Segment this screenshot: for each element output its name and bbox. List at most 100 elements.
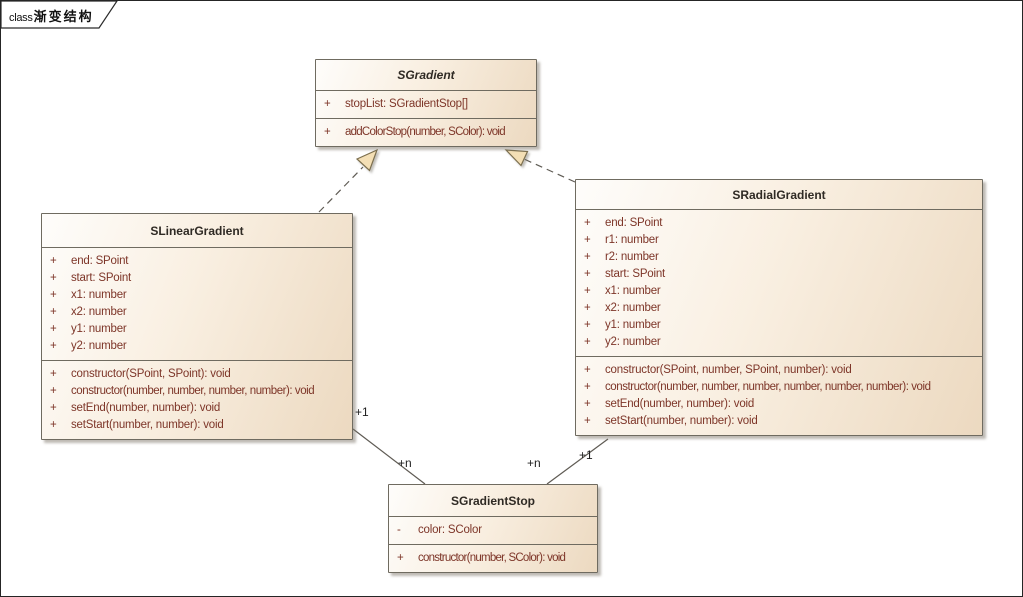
visibility: +	[584, 217, 591, 229]
attribute-text: x2: number	[71, 306, 127, 318]
multiplicity-label: +n	[398, 456, 412, 470]
visibility: +	[50, 289, 57, 301]
attribute-row[interactable]: - color: SColor	[389, 522, 597, 539]
attribute-text: end: SPoint	[71, 255, 129, 267]
visibility: +	[584, 234, 591, 246]
visibility: +	[584, 415, 591, 427]
diagram-title: 渐变结构	[33, 9, 94, 24]
attribute-text: x1: number	[71, 289, 127, 301]
attribute-text: r1: number	[605, 234, 659, 246]
attribute-row[interactable]: + y2: number	[576, 334, 982, 351]
attribute-row[interactable]: + x2: number	[42, 304, 352, 321]
attribute-row[interactable]: + y1: number	[576, 317, 982, 334]
attribute-row[interactable]: + y2: number	[42, 338, 352, 355]
frame-tab-shape	[1, 1, 118, 29]
method-row[interactable]: + constructor(SPoint, number, SPoint, nu…	[576, 362, 982, 379]
attributes-section: + end: SPoint + start: SPoint + x1: numb…	[42, 248, 352, 360]
class-header: SGradientStop	[389, 485, 597, 517]
association-radial-to-stop[interactable]	[546, 438, 609, 485]
attribute-text: y2: number	[605, 336, 661, 348]
methods-section: + addColorStop(number, SColor): void	[316, 118, 536, 146]
attribute-text: end: SPoint	[605, 217, 663, 229]
class-name: SGradient	[397, 68, 455, 82]
method-row[interactable]: + constructor(number, SColor): void	[389, 550, 597, 567]
visibility: +	[397, 552, 404, 564]
class-box-sgradient[interactable]: SGradient + stopList: SGradientStop[] + …	[315, 59, 537, 147]
method-row[interactable]: + setEnd(number, number): void	[576, 396, 982, 413]
class-header: SLinearGradient	[42, 214, 352, 248]
attribute-text: y1: number	[605, 319, 661, 331]
attribute-text: start: SPoint	[71, 272, 132, 284]
method-text: setEnd(number, number): void	[605, 398, 755, 410]
method-text: constructor(SPoint, SPoint): void	[71, 368, 231, 380]
method-text: setStart(number, number): void	[71, 419, 224, 431]
method-row[interactable]: + addColorStop(number, SColor): void	[316, 124, 536, 141]
method-row[interactable]: + constructor(SPoint, SPoint): void	[42, 366, 352, 383]
frame-keyword: class	[9, 12, 33, 24]
attribute-text: start: SPoint	[605, 268, 666, 280]
attribute-text: y1: number	[71, 323, 127, 335]
generalization-radial-to-gradient[interactable]	[523, 158, 576, 183]
attributes-section: + stopList: SGradientStop[]	[316, 91, 536, 118]
visibility: +	[50, 323, 57, 335]
method-row[interactable]: + setStart(number, number): void	[576, 413, 982, 430]
visibility: +	[50, 255, 57, 267]
class-header: SRadialGradient	[576, 180, 982, 210]
visibility: +	[50, 272, 57, 284]
class-box-sgradientstop[interactable]: SGradientStop - color: SColor + construc…	[388, 484, 598, 573]
method-row[interactable]: + constructor(number, number, number, nu…	[576, 379, 982, 396]
methods-section: + constructor(number, SColor): void	[389, 544, 597, 572]
class-name: SLinearGradient	[150, 223, 244, 238]
attribute-row[interactable]: + start: SPoint	[576, 266, 982, 283]
class-header: SGradient	[316, 60, 536, 91]
method-text: constructor(SPoint, number, SPoint, numb…	[605, 364, 852, 376]
visibility: +	[50, 419, 57, 431]
visibility: +	[584, 302, 591, 314]
attribute-row[interactable]: + end: SPoint	[42, 253, 352, 270]
methods-section: + constructor(SPoint, number, SPoint, nu…	[576, 356, 982, 435]
methods-section: + constructor(SPoint, SPoint): void + co…	[42, 360, 352, 439]
attribute-row[interactable]: + x1: number	[576, 283, 982, 300]
visibility: +	[324, 126, 331, 138]
visibility: -	[397, 524, 401, 536]
attribute-row[interactable]: + stopList: SGradientStop[]	[316, 96, 536, 113]
diagram-frame-tab: class渐变结构	[1, 1, 123, 31]
visibility: +	[584, 285, 591, 297]
attribute-row[interactable]: + x1: number	[42, 287, 352, 304]
attribute-text: r2: number	[605, 251, 659, 263]
method-row[interactable]: + setEnd(number, number): void	[42, 400, 352, 417]
visibility: +	[584, 336, 591, 348]
attribute-row[interactable]: + r2: number	[576, 249, 982, 266]
method-text: constructor(number, number, number, numb…	[71, 385, 315, 397]
attribute-text: x1: number	[605, 285, 661, 297]
generalization-linear-to-gradient[interactable]	[318, 166, 364, 213]
attribute-row[interactable]: + x2: number	[576, 300, 982, 317]
class-box-sradialgradient[interactable]: SRadialGradient + end: SPoint + r1: numb…	[575, 179, 983, 436]
generalization-arrow-icon	[504, 149, 529, 167]
visibility: +	[584, 319, 591, 331]
attribute-row[interactable]: + end: SPoint	[576, 215, 982, 232]
attribute-row[interactable]: + y1: number	[42, 321, 352, 338]
visibility: +	[50, 306, 57, 318]
attribute-text: stopList: SGradientStop[]	[345, 98, 468, 110]
method-row[interactable]: + setStart(number, number): void	[42, 417, 352, 434]
method-row[interactable]: + constructor(number, number, number, nu…	[42, 383, 352, 400]
association-linear-to-stop[interactable]	[352, 428, 426, 485]
frame-tab-text: class渐变结构	[9, 6, 94, 26]
attribute-row[interactable]: + r1: number	[576, 232, 982, 249]
class-box-slineargradient[interactable]: SLinearGradient + end: SPoint + start: S…	[41, 213, 353, 440]
method-text: constructor(number, SColor): void	[418, 552, 566, 564]
method-text: addColorStop(number, SColor): void	[345, 126, 506, 138]
attribute-row[interactable]: + start: SPoint	[42, 270, 352, 287]
method-text: constructor(number, number, number, numb…	[605, 381, 931, 393]
class-name: SGradientStop	[450, 493, 535, 508]
visibility: +	[50, 368, 57, 380]
method-text: setStart(number, number): void	[605, 415, 758, 427]
method-text: setEnd(number, number): void	[71, 402, 221, 414]
visibility: +	[50, 385, 57, 397]
attributes-section: - color: SColor	[389, 517, 597, 544]
visibility: +	[584, 381, 591, 393]
generalization-arrow-icon	[355, 148, 379, 172]
visibility: +	[324, 98, 331, 110]
